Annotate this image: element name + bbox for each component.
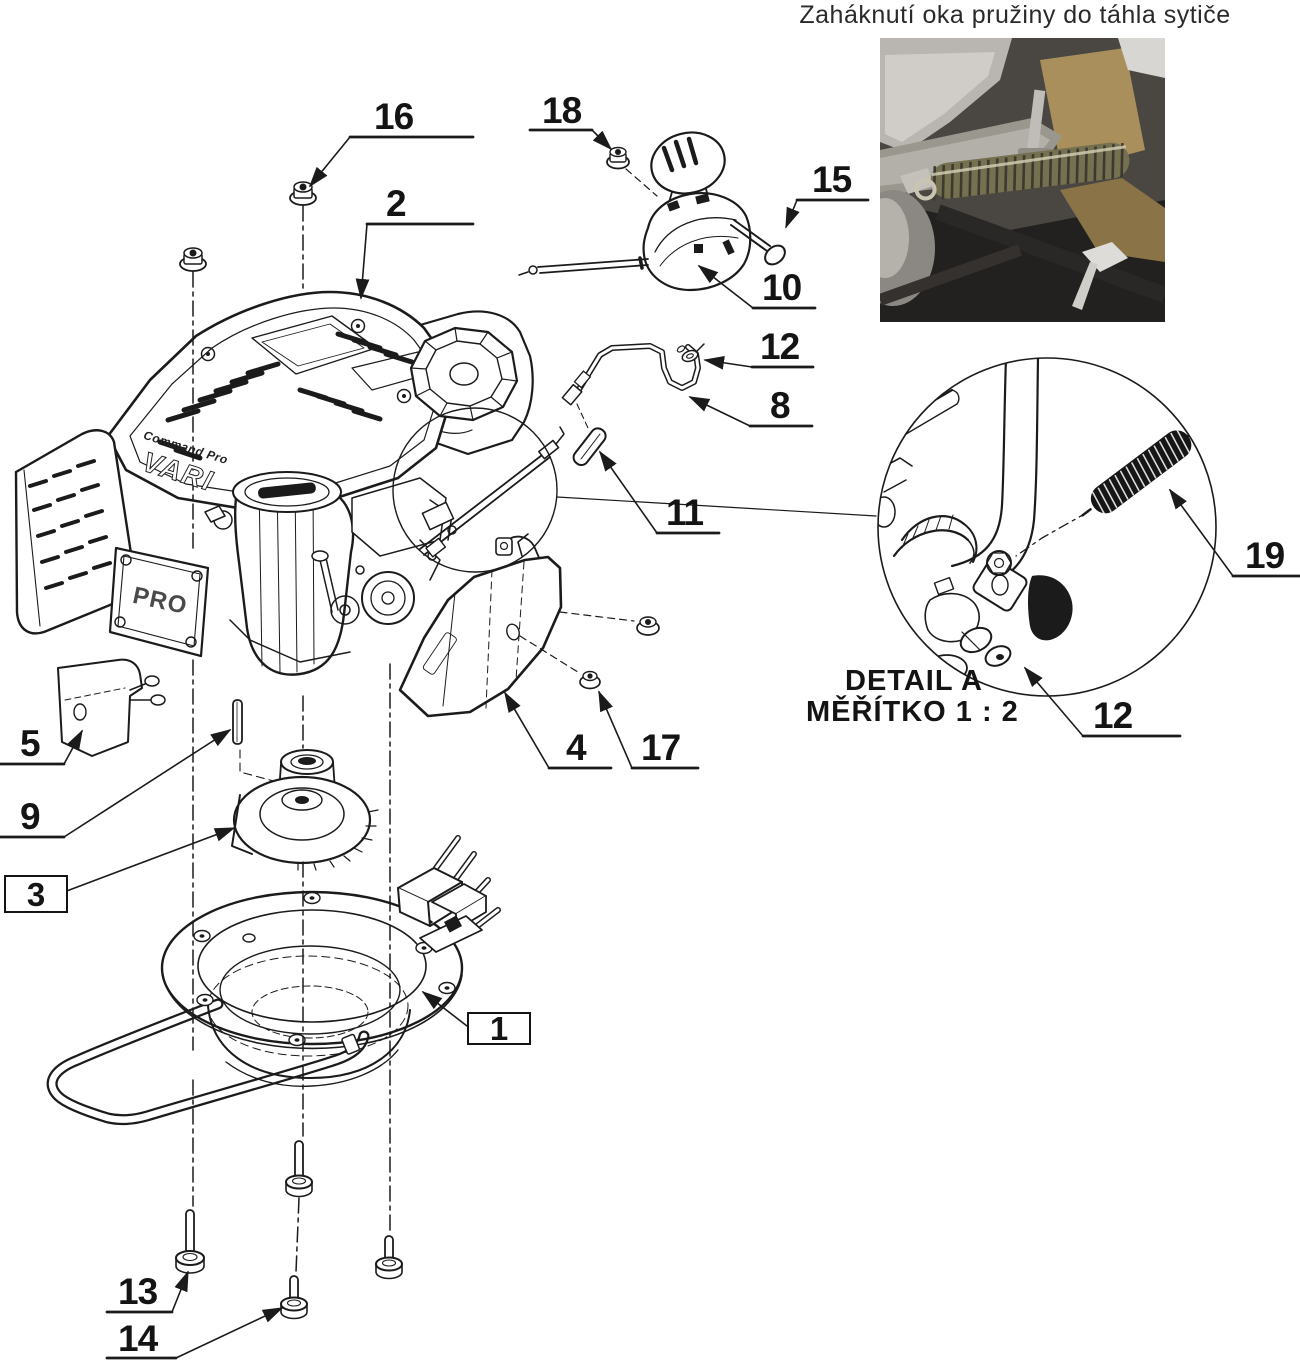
figure-title: Zaháknutí oka pružiny do táhla sytiče	[799, 1, 1231, 29]
callout-3: 3	[4, 875, 68, 913]
mounting-ring-1	[46, 835, 501, 1126]
callout-1: 1	[467, 1012, 531, 1045]
electric-starter	[397, 835, 501, 953]
nut-17b	[579, 670, 601, 690]
callout-14: 14	[118, 1318, 158, 1359]
detail-connector-line	[556, 496, 877, 517]
detail-a-source-circle	[392, 407, 558, 573]
flange-nut-left	[179, 247, 207, 272]
flange-nut-16	[289, 181, 317, 206]
muffler	[14, 429, 134, 635]
photo-spring	[914, 142, 1130, 201]
callout-13: 13	[118, 1271, 158, 1312]
center-lines	[192, 205, 391, 1273]
detail-a-label: DETAIL A	[845, 665, 983, 697]
pro-badge	[108, 546, 210, 658]
callout-11: 11	[666, 492, 704, 533]
callout-17: 17	[641, 727, 681, 768]
choke-rod-8	[561, 343, 701, 429]
carburetor-cluster	[204, 477, 457, 663]
clip-12	[676, 343, 705, 363]
callout-9: 9	[20, 796, 41, 837]
bolt-mid-upper	[285, 1140, 313, 1198]
detail-a-circle	[877, 357, 1217, 697]
bracket-5	[57, 658, 166, 757]
detail-a-caption: DETAIL A MĚŘÍTKO 1 : 2	[806, 665, 1019, 729]
throttle-cable	[419, 426, 565, 558]
callout-8: 8	[770, 385, 791, 426]
callout-16: 16	[374, 96, 414, 137]
callout-5: 5	[20, 723, 41, 764]
callout-2: 2	[386, 183, 407, 224]
pin-9	[232, 699, 301, 789]
callout-18: 18	[542, 90, 582, 131]
callout-10: 10	[762, 267, 802, 308]
sleeve-11	[572, 427, 607, 467]
callout-15: 15	[812, 159, 852, 200]
bolt-right	[375, 1235, 403, 1280]
detail-a-content	[878, 358, 1202, 682]
callout-4: 4	[566, 727, 587, 768]
pin-15	[730, 219, 786, 266]
throttle-control-assembly	[518, 131, 786, 292]
bolt-13	[175, 1209, 205, 1274]
callout-19: 19	[1245, 535, 1285, 576]
bolt-14	[280, 1275, 308, 1320]
photo-inset	[880, 38, 1165, 322]
air-cleaner-cover	[232, 471, 355, 676]
callout-12-detail: 12	[1093, 695, 1133, 736]
callout-12: 12	[760, 326, 800, 367]
leader-lines	[0, 128, 1300, 1360]
fuel-cap	[409, 326, 519, 422]
spring-19	[1081, 425, 1202, 517]
heat-shield-4	[398, 533, 635, 718]
starter-cup-assembly-3	[231, 749, 379, 871]
detail-a-scale: MĚŘÍTKO 1 : 2	[806, 696, 1019, 729]
nut-17a	[636, 616, 660, 636]
nut-18	[606, 146, 630, 170]
